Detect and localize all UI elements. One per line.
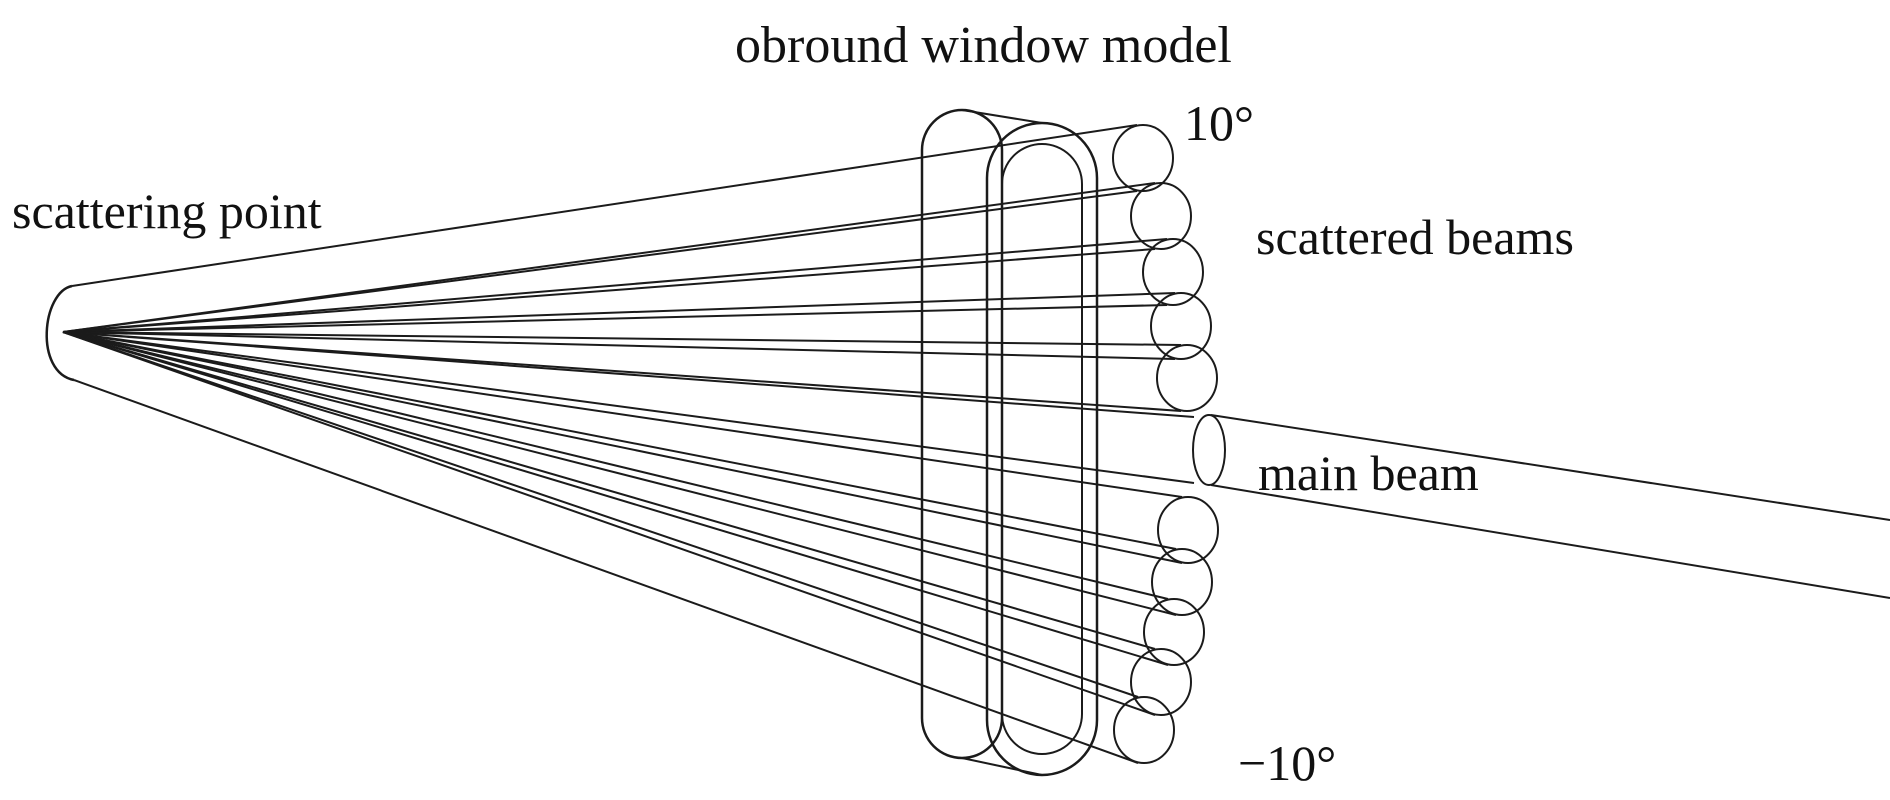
- label-main-beam: main beam: [1258, 445, 1479, 501]
- label-angle-top: 10°: [1184, 95, 1254, 151]
- obround-window: [920, 108, 1099, 777]
- main-beam-shape: [1192, 414, 1890, 599]
- label-angle-bottom: −10°: [1238, 735, 1336, 791]
- scattered-beam-lines: [62, 124, 1195, 764]
- window-front-face: [985, 121, 1099, 777]
- label-scattered-beams: scattered beams: [1256, 209, 1574, 265]
- scattering-point-cap: [45, 284, 75, 382]
- window-back-face: [920, 108, 1004, 760]
- beam-end-ellipses: [1112, 124, 1219, 764]
- label-scattering-point: scattering point: [12, 183, 322, 239]
- label-obround-window-model: obround window model: [735, 17, 1232, 74]
- window-inner-rim: [1001, 143, 1083, 755]
